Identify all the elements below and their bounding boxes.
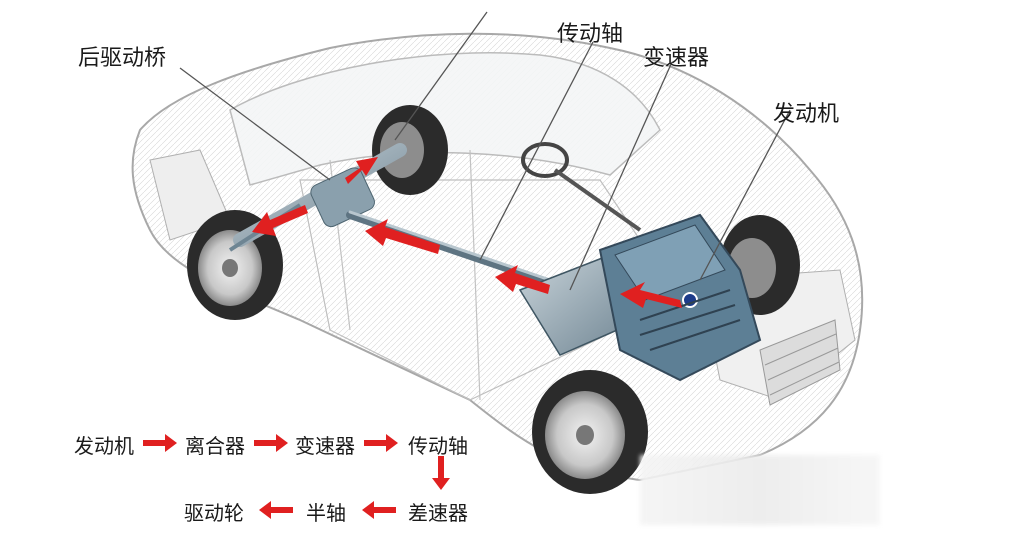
flow-drive-wheel: 驱动轮: [184, 501, 244, 525]
flow-half-shaft: 半轴: [306, 501, 346, 525]
engine: [598, 213, 762, 382]
flow-transmission: 变速器: [295, 434, 355, 458]
front-left-wheel: [532, 370, 648, 494]
steering-wheel: [521, 142, 642, 232]
arrow-right-icon: [364, 434, 398, 452]
arrow-down-icon: [432, 456, 450, 490]
flow-clutch: 离合器: [185, 434, 245, 458]
label-engine: 发动机: [773, 102, 840, 127]
flow-differential: 差速器: [408, 501, 468, 525]
rear-left-wheel: [187, 210, 283, 320]
label-rear-axle: 后驱动桥: [78, 46, 167, 71]
leader-lines: [179, 11, 791, 291]
flow-driveshaft: 传动轴: [408, 434, 468, 458]
label-driveshaft: 传动轴: [557, 22, 624, 47]
power-flow-arrows: [252, 157, 682, 308]
arrow-left-icon: [362, 501, 396, 519]
flow-engine: 发动机: [74, 434, 134, 458]
label-transmission: 变速器: [643, 46, 710, 71]
blurred-watermark-area: [640, 455, 880, 525]
arrow-left-icon: [259, 501, 293, 519]
arrow-right-icon: [254, 434, 288, 452]
arrow-right-icon: [143, 434, 177, 452]
